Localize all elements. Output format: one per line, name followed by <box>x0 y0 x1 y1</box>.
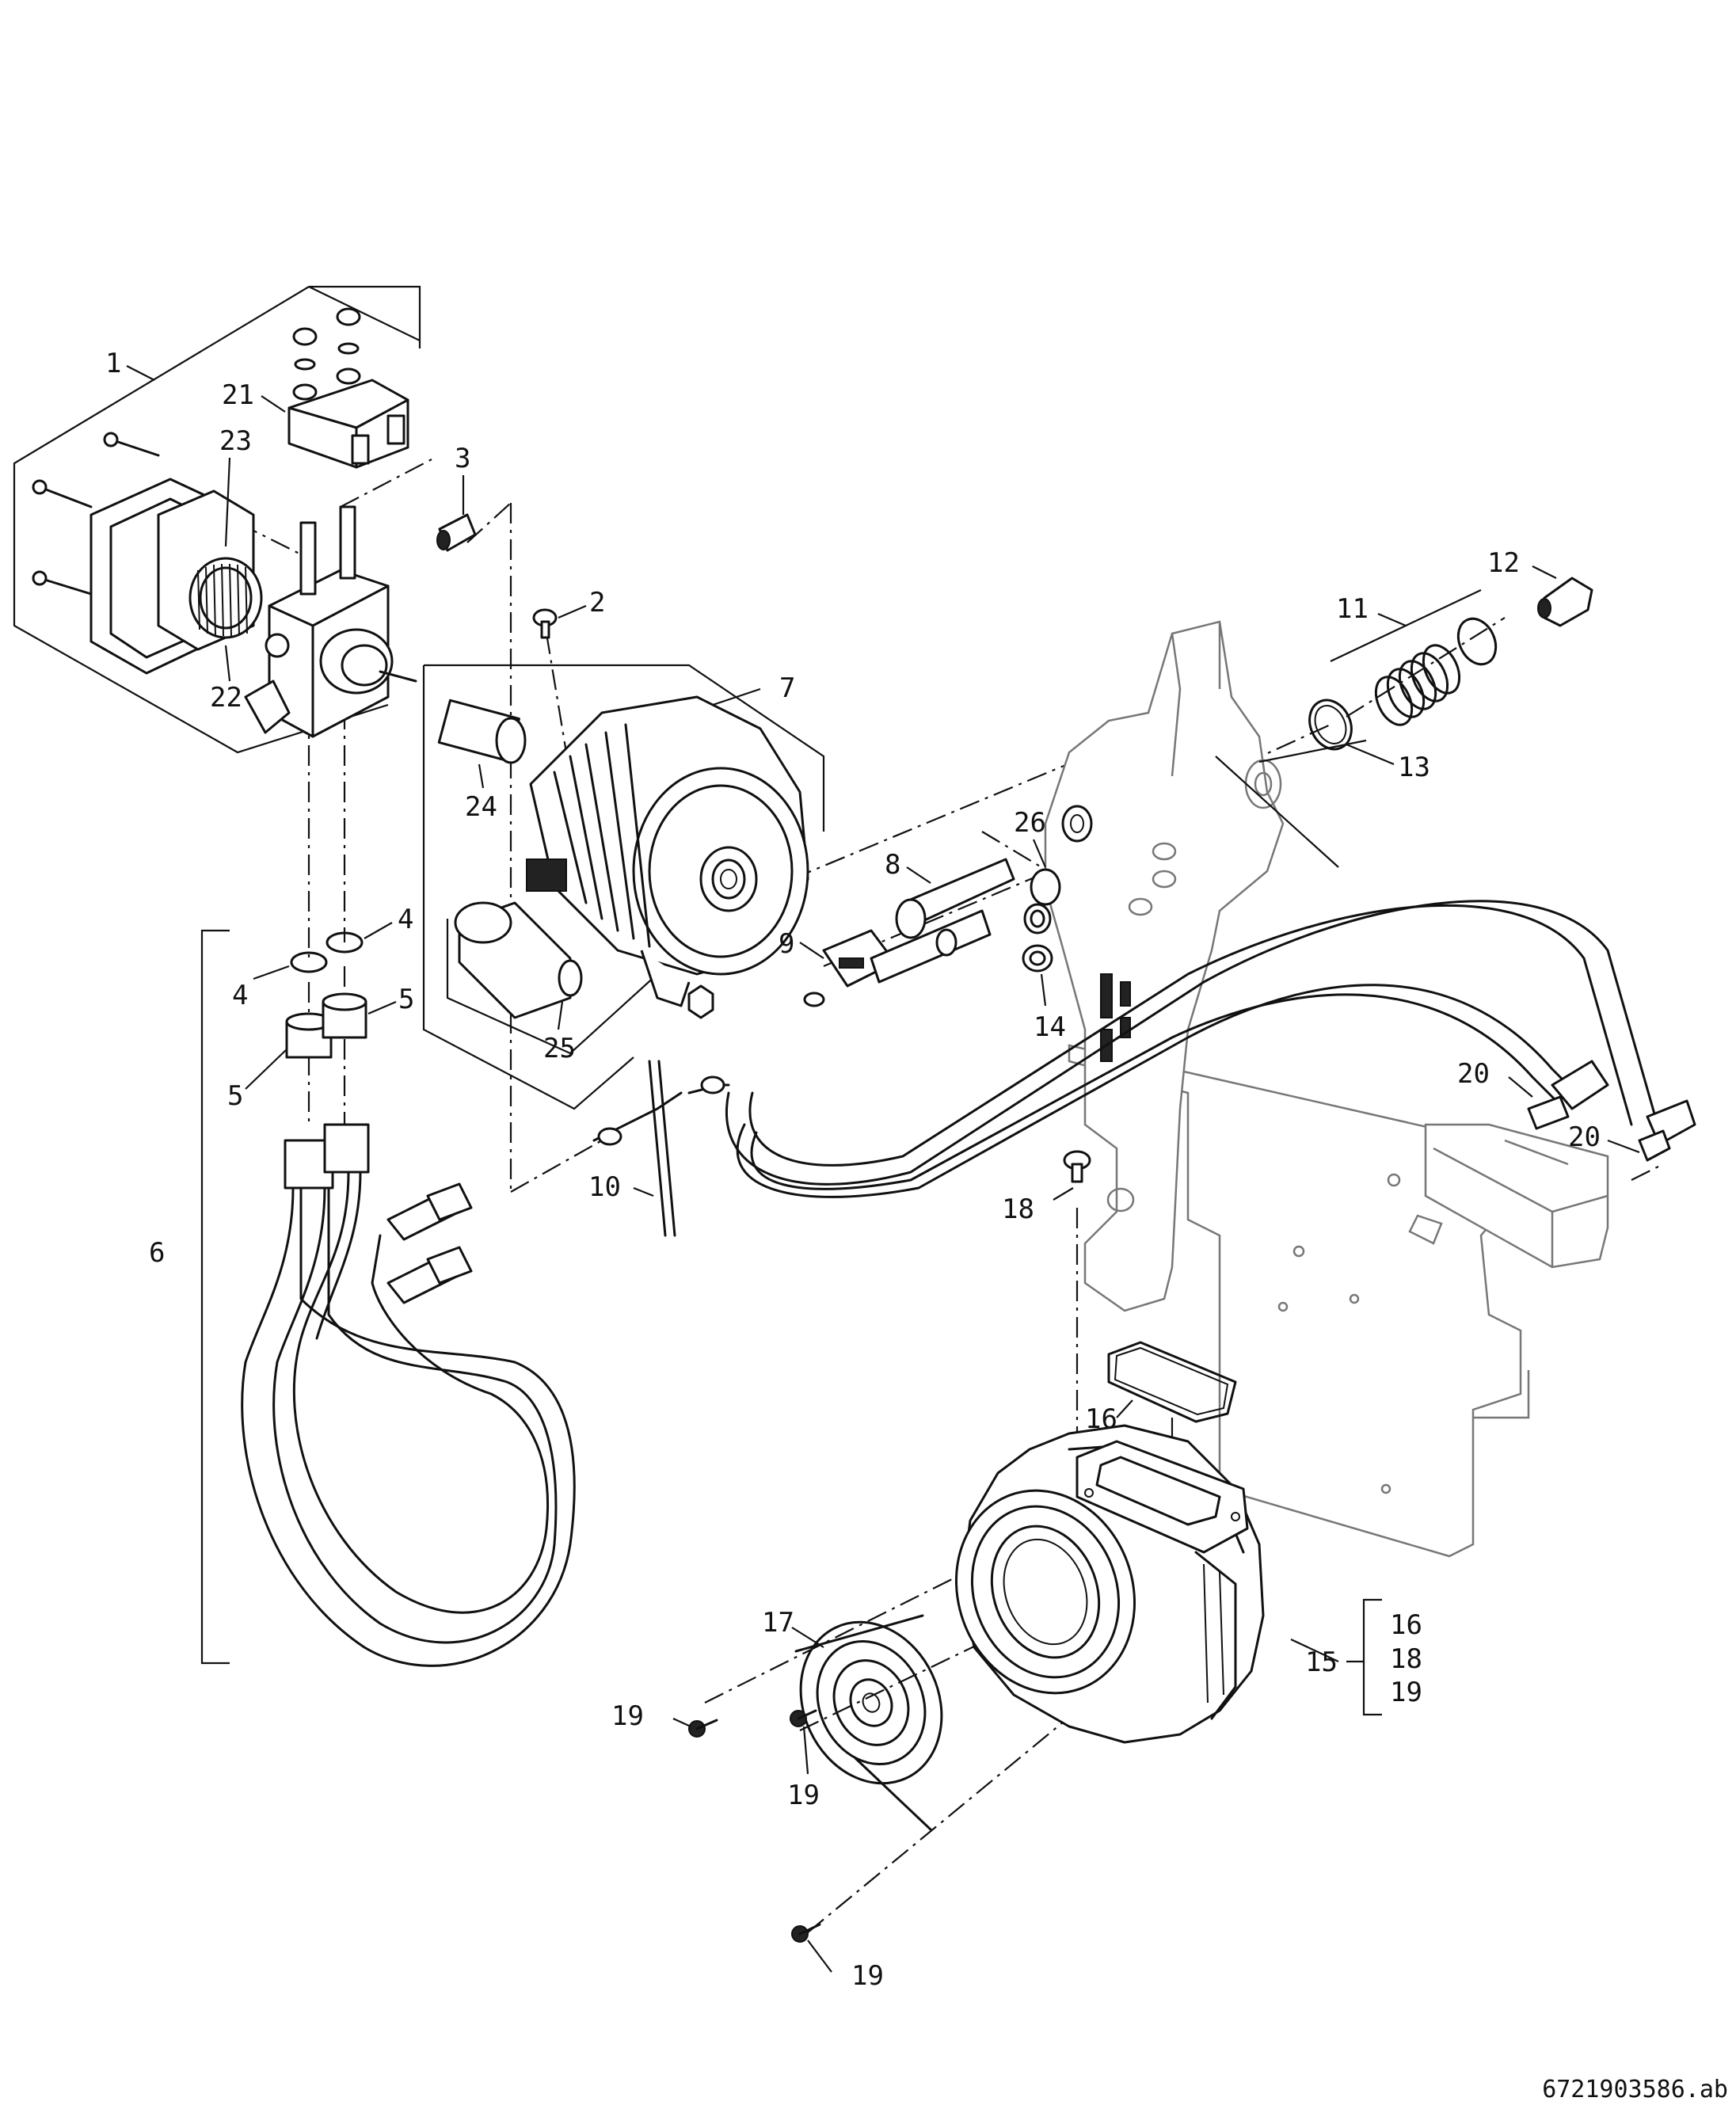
callout-5a: 5 <box>227 1080 243 1112</box>
nipple-3 <box>436 513 477 552</box>
coupling-teeth <box>197 563 248 637</box>
callout-18a: 18 <box>1002 1193 1034 1225</box>
callout-22: 22 <box>210 682 242 714</box>
callout-10: 10 <box>588 1171 621 1203</box>
ignition-parts <box>803 858 1061 1007</box>
callout-17: 17 <box>762 1607 794 1639</box>
callout-26: 26 <box>1014 807 1046 839</box>
callout-4a: 4 <box>232 980 248 1011</box>
callout-19d: 19 <box>1390 1677 1422 1708</box>
callout-23: 23 <box>219 425 252 457</box>
callout-25: 25 <box>543 1033 576 1064</box>
callout-2: 2 <box>589 587 605 619</box>
pump-bolts <box>32 432 160 596</box>
gasket-16 <box>1107 1341 1237 1423</box>
hose-fittings <box>285 931 367 1059</box>
callout-7: 7 <box>779 672 795 704</box>
screw-19b <box>790 1709 817 1727</box>
callout-19c: 19 <box>851 1960 884 1992</box>
screw-19a <box>688 1719 718 1738</box>
callout-labels: 1 2 3 4 4 5 5 6 7 8 9 10 11 12 13 14 15 … <box>105 348 1601 1992</box>
leader-lines <box>126 365 1640 1973</box>
oil-pump-assembly <box>32 307 417 738</box>
screws-19 <box>688 1709 821 1943</box>
motor-fins <box>553 723 651 948</box>
callout-13: 13 <box>1398 752 1430 783</box>
burner-mounting-plate <box>1068 1044 1609 1558</box>
callout-19a: 19 <box>611 1700 644 1732</box>
assembly-frames <box>13 285 1482 1716</box>
callout-8: 8 <box>885 849 900 881</box>
fan-grille <box>794 1614 943 1831</box>
burner-motor <box>437 695 809 1019</box>
callout-12: 12 <box>1487 547 1520 579</box>
callout-6: 6 <box>149 1237 165 1269</box>
callout-14: 14 <box>1034 1011 1066 1043</box>
oil-hoses <box>241 1123 576 1667</box>
spring-assembly <box>1308 577 1593 751</box>
callout-21: 21 <box>222 379 254 411</box>
callout-20a: 20 <box>1457 1058 1490 1090</box>
fan-housing <box>954 1424 1265 1744</box>
screw-2 <box>532 608 558 639</box>
callout-20b: 20 <box>1568 1121 1601 1153</box>
callout-3: 3 <box>455 443 470 474</box>
electrode-10 <box>592 1060 730 1237</box>
callout-1: 1 <box>105 348 121 379</box>
burner-arm-housing <box>1044 620 1285 1312</box>
callout-4b: 4 <box>398 904 413 935</box>
callout-16a: 16 <box>1085 1403 1117 1435</box>
ignition-cables <box>725 900 1696 1198</box>
screw-18 <box>1063 1150 1091 1183</box>
callout-15: 15 <box>1305 1646 1338 1678</box>
callout-9: 9 <box>779 928 794 960</box>
callout-5b: 5 <box>398 984 414 1015</box>
label-stripe <box>1100 973 1131 1062</box>
spring-coils <box>1374 644 1461 726</box>
callout-19b: 19 <box>787 1780 820 1811</box>
document-number: 6721903586.ab <box>1542 2076 1728 2103</box>
screw-19c <box>791 1923 821 1943</box>
callout-18b: 18 <box>1390 1643 1422 1675</box>
callout-11: 11 <box>1336 593 1369 625</box>
callout-24: 24 <box>465 791 497 823</box>
callout-16b: 16 <box>1390 1609 1422 1641</box>
